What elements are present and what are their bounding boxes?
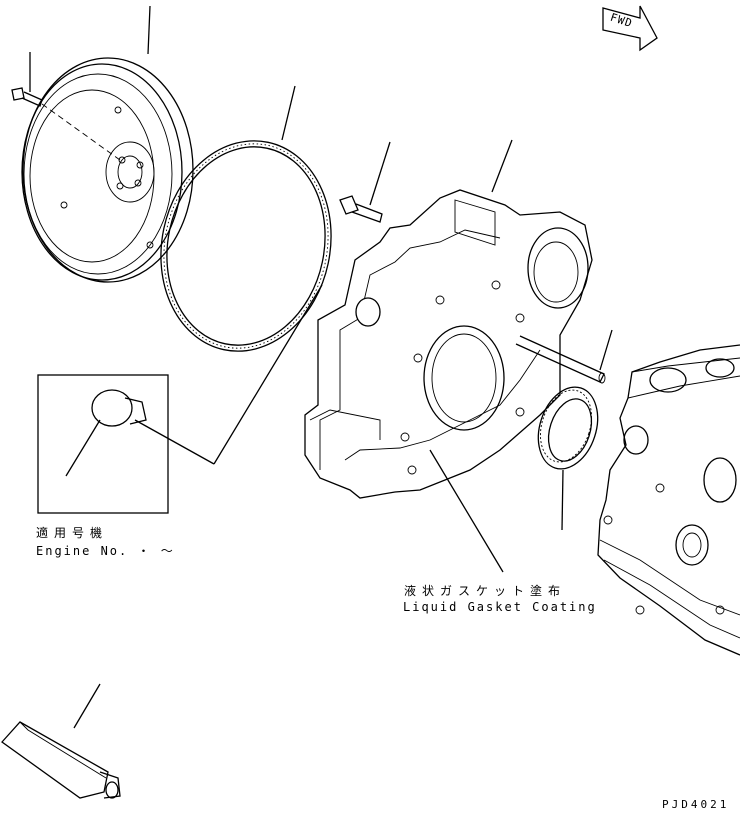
- gasket-label-en: Liquid Gasket Coating: [403, 600, 597, 614]
- flywheel-bolt: [11, 52, 121, 161]
- ring-gear: [160, 85, 332, 352]
- inset-detail-box: [37, 284, 323, 514]
- oil-seal: [537, 386, 599, 531]
- gasket-leader-line: [429, 449, 504, 573]
- applicable-model-label: 適用号機: [36, 526, 109, 540]
- engine-number-label: Engine No. ・ 〜: [36, 544, 175, 558]
- drawing-code: PJD4021: [662, 798, 730, 811]
- fwd-arrow-icon: [602, 5, 658, 52]
- housing-bolt: [339, 141, 391, 223]
- flywheel: [21, 5, 194, 283]
- gasket-label-jp: 液状ガスケット塗布: [404, 584, 567, 598]
- sealant-tube: [1, 683, 121, 799]
- flywheel-housing: [304, 139, 593, 499]
- dowel-pin: [515, 329, 613, 384]
- cylinder-block: [597, 344, 740, 656]
